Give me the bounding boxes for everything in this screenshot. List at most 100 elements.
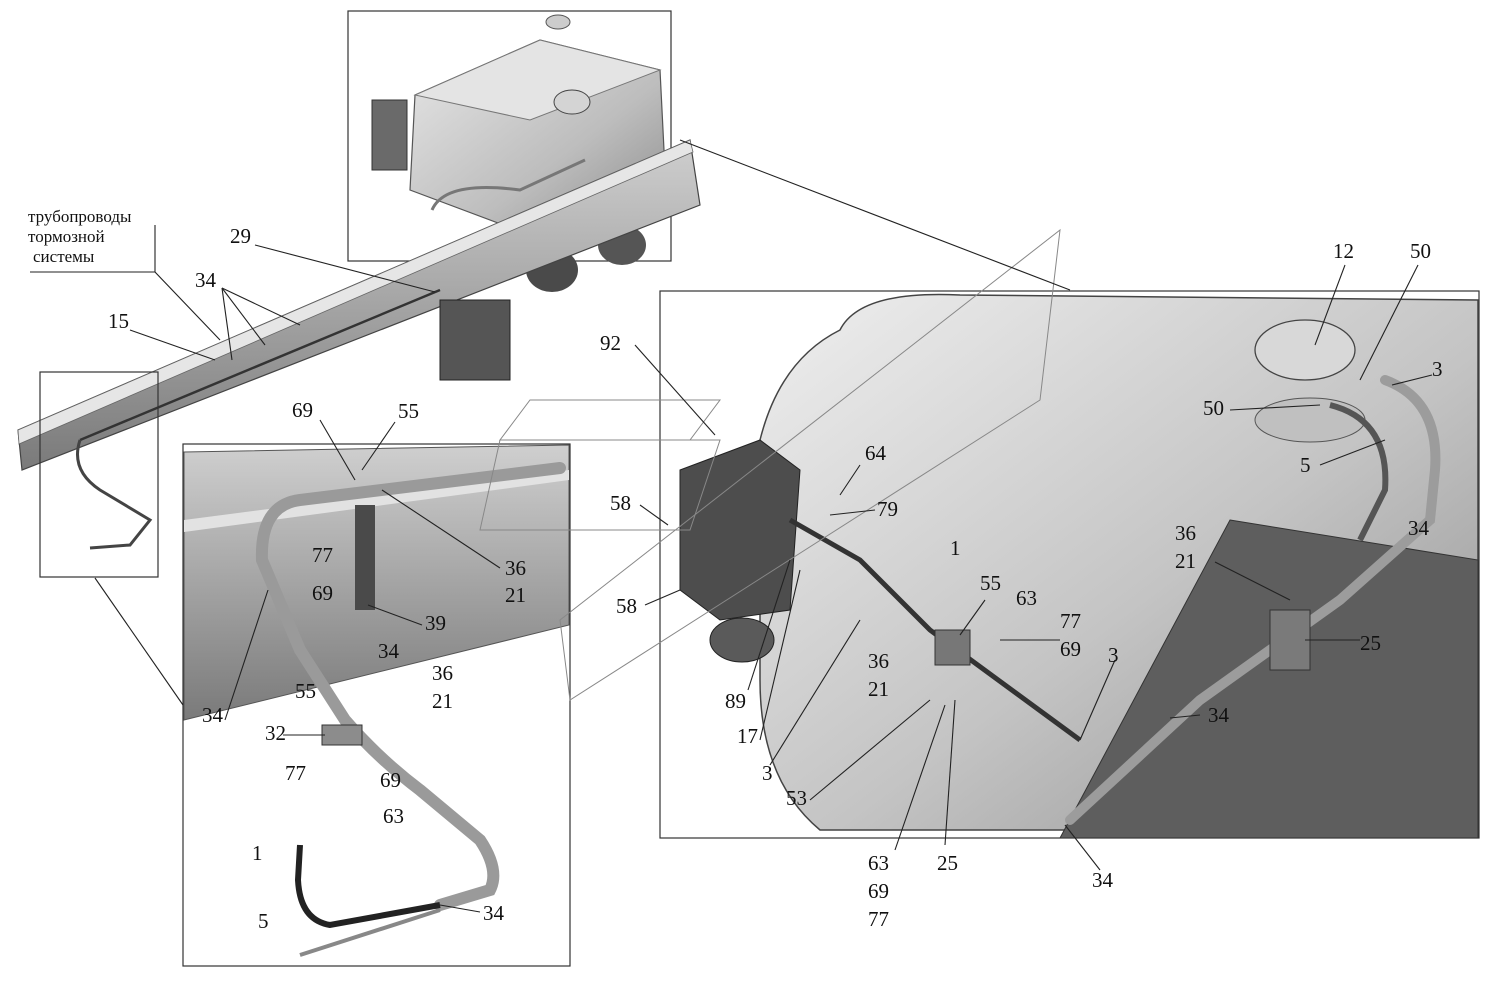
suspension-bracket [439, 299, 511, 381]
leader-58a [639, 504, 669, 526]
callout-69-d: 69 [1060, 637, 1081, 661]
fuel-level-sensor-12 [1254, 319, 1356, 381]
note-line-2: тормозной [28, 227, 105, 246]
clamp-36-21 [934, 629, 971, 666]
callout-3-b: 3 [1108, 643, 1119, 667]
callout-77-b: 77 [285, 761, 306, 785]
frame-rail-flange [17, 139, 694, 445]
leader-34c [221, 287, 301, 326]
leader-3c [1391, 374, 1433, 386]
callout-34-c: 34 [202, 703, 224, 727]
callout-34-top: 34 [195, 268, 217, 292]
leader-34f [1169, 714, 1201, 719]
callout-55-c: 55 [980, 571, 1001, 595]
outline-plate-3 [559, 228, 1061, 701]
tank-filler-cap [545, 14, 571, 30]
main-hose-1 [788, 517, 1082, 743]
callout-69-c: 69 [380, 768, 401, 792]
leader-50b [1229, 404, 1321, 411]
sensor-flange [1254, 397, 1366, 443]
leader-34a [221, 287, 233, 361]
callout-3-a: 3 [762, 761, 773, 785]
callout-39: 39 [425, 611, 446, 635]
leader-25a [944, 699, 956, 846]
callout-3-c: 3 [1432, 357, 1443, 381]
fuel-line-detail-inset [182, 443, 571, 967]
callout-labels: 29 34 15 69 55 77 69 36 21 39 34 36 21 5… [108, 224, 1443, 933]
inset-frame-left [39, 371, 159, 578]
leader-3b [1079, 659, 1116, 741]
callout-34-f: 34 [1208, 703, 1230, 727]
fuel-line-drop [76, 439, 153, 550]
leader-50a [1359, 264, 1419, 381]
outline-plate-1 [499, 399, 721, 441]
note-line-3: системы [33, 247, 95, 266]
leader-36a [381, 489, 501, 569]
callout-63-c: 63 [868, 851, 889, 875]
callout-34-b: 34 [378, 639, 400, 663]
detail-strap-39 [355, 505, 375, 610]
callout-36-a: 36 [505, 556, 526, 580]
leader-92 [634, 344, 716, 436]
leader-79 [829, 509, 876, 516]
leader-55c [959, 599, 986, 636]
callout-50-a: 50 [1410, 239, 1431, 263]
callout-77-c: 77 [1060, 609, 1081, 633]
leader-39 [367, 604, 423, 626]
main-fuel-line-5 [1329, 402, 1389, 542]
callout-34-g: 34 [1092, 868, 1114, 892]
callout-12: 12 [1333, 239, 1354, 263]
callout-15: 15 [108, 309, 129, 333]
leader-36d [1214, 561, 1291, 601]
callout-29: 29 [230, 224, 251, 248]
callout-63-b: 63 [1016, 586, 1037, 610]
callout-21-a: 21 [505, 583, 526, 607]
callout-21-d: 21 [1175, 549, 1196, 573]
leader-12 [1314, 264, 1346, 346]
callout-21-c: 21 [868, 677, 889, 701]
callout-69-e: 69 [868, 879, 889, 903]
leader-15 [129, 329, 216, 361]
callout-58-b: 58 [616, 594, 637, 618]
callout-69-a: 69 [292, 398, 313, 422]
callout-58-a: 58 [610, 491, 631, 515]
leader-53 [809, 699, 931, 801]
callout-21-b: 21 [432, 689, 453, 713]
outline-plate-2 [479, 439, 721, 531]
callout-77-d: 77 [868, 907, 889, 931]
callout-36-d: 36 [1175, 521, 1196, 545]
leader-inset-left [94, 577, 184, 706]
callout-34-e: 34 [1408, 516, 1430, 540]
callout-36-b: 36 [432, 661, 453, 685]
leader-34c-detail [224, 589, 269, 721]
chassis-frame-rail [17, 139, 701, 550]
leader-5b [1319, 439, 1386, 466]
callout-1-b: 1 [950, 536, 961, 560]
callout-79: 79 [877, 497, 898, 521]
leader-58b [644, 589, 681, 606]
callout-1-a: 1 [252, 841, 263, 865]
callout-55-a: 55 [398, 399, 419, 423]
callout-5-b: 5 [1300, 453, 1311, 477]
detail-rail-flange [184, 470, 569, 532]
tank-overview-inset [347, 10, 672, 292]
callout-36-c: 36 [868, 649, 889, 673]
leader-69a [319, 419, 356, 481]
leader-64 [839, 464, 861, 496]
leader-63c [894, 704, 946, 851]
callout-64: 64 [865, 441, 887, 465]
leader-29 [254, 244, 436, 293]
brake-lines-note: трубопроводы тормозной системы [28, 207, 132, 266]
fuel-filter-small [371, 99, 408, 171]
callout-34-d: 34 [483, 901, 505, 925]
detail-hose-1 [294, 844, 441, 929]
callout-63-a: 63 [383, 804, 404, 828]
filter-bowl [709, 617, 775, 663]
fuel-filter-assembly-92 [679, 439, 801, 621]
callout-92: 92 [600, 331, 621, 355]
detail-line-5 [299, 908, 441, 957]
bracket-25 [1269, 609, 1311, 671]
leader-34g [1064, 824, 1101, 871]
callout-69-b: 69 [312, 581, 333, 605]
